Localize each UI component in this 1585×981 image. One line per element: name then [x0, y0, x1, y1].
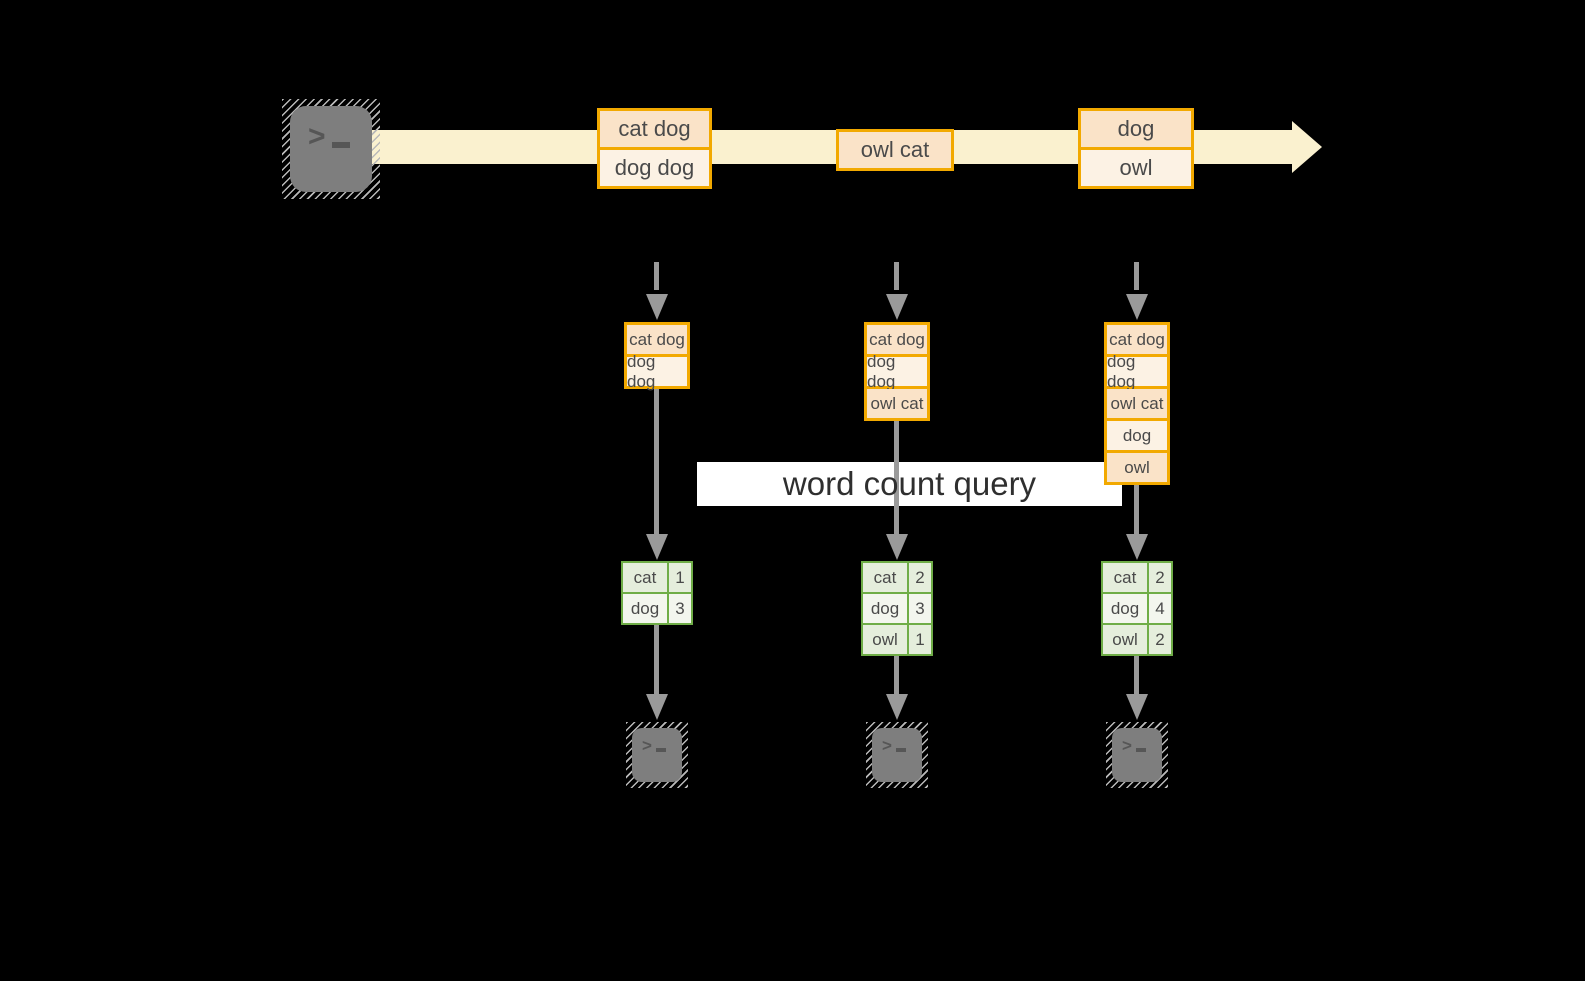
prompt-chevron-icon: >: [642, 736, 652, 755]
state-stack-3: cat dog dog dog owl cat dog owl: [1104, 322, 1170, 485]
word-cell: dog: [623, 594, 667, 623]
consumer-terminal-icon: >: [626, 722, 688, 788]
word-cell: dog: [1103, 594, 1147, 623]
state-cell: owl: [1107, 453, 1167, 482]
state-cell: cat dog: [867, 325, 927, 354]
word-cell: cat: [1103, 563, 1147, 592]
consumer-terminal-icon: >: [1106, 722, 1168, 788]
word-cell: cat: [623, 563, 667, 592]
flow-line: [894, 421, 899, 534]
stream-arrowhead-icon: [1292, 121, 1322, 173]
state-cell: dog dog: [1107, 352, 1167, 391]
query-label: word count query: [782, 465, 1037, 502]
count-cell: 1: [909, 625, 931, 654]
flow-arrowhead-icon: [646, 534, 668, 560]
ingest-arrowhead-icon: [646, 294, 668, 320]
word-cell: dog: [863, 594, 907, 623]
ingest-arrowhead-icon: [886, 294, 908, 320]
event-cell: dog dog: [600, 150, 709, 186]
count-table-3: cat 2 dog 4 owl 2: [1101, 561, 1173, 656]
prompt-underscore-icon: [895, 748, 906, 752]
state-stack-2: cat dog dog dog owl cat: [864, 322, 930, 421]
terminal-prompt-icon: >: [1112, 728, 1162, 782]
flow-line: [1134, 485, 1139, 534]
flow-line: [654, 625, 659, 694]
prompt-underscore-icon: [1135, 748, 1146, 752]
count-cell: 2: [1149, 563, 1171, 592]
count-cell: 2: [909, 563, 931, 592]
stream-event-box-1: cat dog dog dog: [597, 108, 712, 189]
prompt-chevron-icon: >: [1122, 736, 1132, 755]
count-table-2: cat 2 dog 3 owl 1: [861, 561, 933, 656]
state-cell: cat dog: [627, 325, 687, 354]
prompt-underscore-icon: [331, 142, 350, 148]
word-cell: owl: [1103, 625, 1147, 654]
state-stack-1: cat dog dog dog: [624, 322, 690, 391]
stream-event-box-3: dog owl: [1078, 108, 1194, 189]
ingest-arrowhead-icon: [1126, 294, 1148, 320]
terminal-prompt-icon: >: [872, 728, 922, 782]
flow-arrowhead-icon: [1126, 694, 1148, 720]
stream-event-box-2: owl cat: [836, 129, 954, 171]
event-cell: dog: [1081, 111, 1191, 147]
count-cell: 1: [669, 563, 691, 592]
prompt-chevron-icon: >: [882, 736, 892, 755]
flow-line: [894, 656, 899, 694]
ingest-dashed-line: [654, 262, 659, 290]
count-cell: 3: [669, 594, 691, 623]
producer-terminal-icon: >: [282, 99, 380, 199]
state-cell: owl cat: [867, 389, 927, 418]
event-cell: owl: [1081, 150, 1191, 186]
ingest-dashed-line: [1134, 262, 1139, 290]
terminal-prompt-icon: >: [290, 106, 372, 192]
prompt-underscore-icon: [655, 748, 666, 752]
count-table-1: cat 1 dog 3: [621, 561, 693, 625]
flow-arrowhead-icon: [646, 694, 668, 720]
prompt-chevron-icon: >: [308, 120, 326, 153]
consumer-terminal-icon: >: [866, 722, 928, 788]
ingest-dashed-line: [894, 262, 899, 290]
word-cell: owl: [863, 625, 907, 654]
count-cell: 3: [909, 594, 931, 623]
state-cell: dog: [1107, 421, 1167, 450]
flow-arrowhead-icon: [1126, 534, 1148, 560]
count-cell: 4: [1149, 594, 1171, 623]
state-cell: owl cat: [1107, 389, 1167, 418]
event-cell: cat dog: [600, 111, 709, 147]
count-cell: 2: [1149, 625, 1171, 654]
flow-line: [1134, 656, 1139, 694]
terminal-prompt-icon: >: [632, 728, 682, 782]
event-cell: owl cat: [839, 132, 951, 168]
flow-arrowhead-icon: [886, 694, 908, 720]
state-cell: dog dog: [867, 352, 927, 391]
query-label-box: [697, 462, 1122, 506]
flow-line: [654, 389, 659, 534]
state-cell: cat dog: [1107, 325, 1167, 354]
flow-arrowhead-icon: [886, 534, 908, 560]
state-cell: dog dog: [627, 352, 687, 391]
word-cell: cat: [863, 563, 907, 592]
